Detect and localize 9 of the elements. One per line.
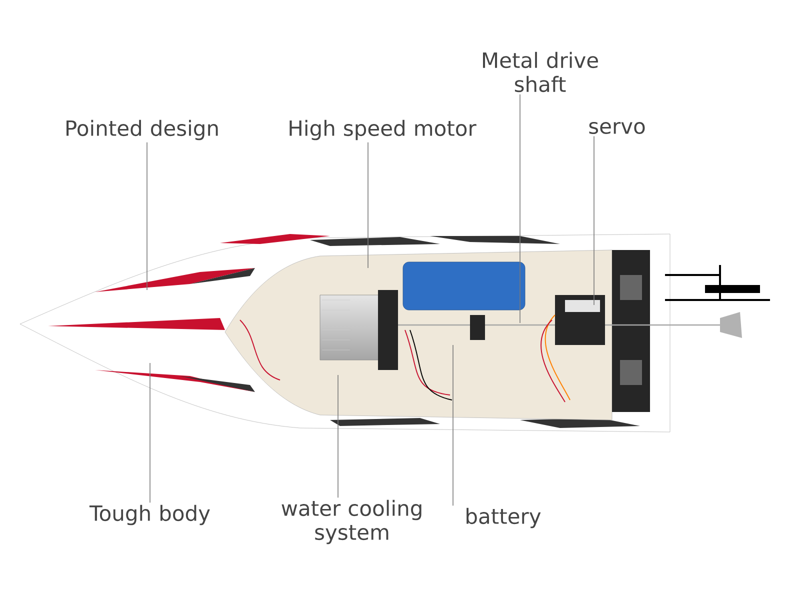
callout-label: Tough body (89, 504, 210, 526)
callout-label: High speed motor (290, 120, 476, 140)
leader-line (452, 344, 454, 506)
callout-label: Pointed design (66, 120, 218, 140)
callout-label: battery (466, 508, 541, 528)
callout-label: water cooling system (282, 500, 422, 544)
callout-label: servo (589, 122, 645, 134)
leader-line (146, 142, 148, 290)
callout-label: Metal drive shaft (483, 52, 598, 92)
